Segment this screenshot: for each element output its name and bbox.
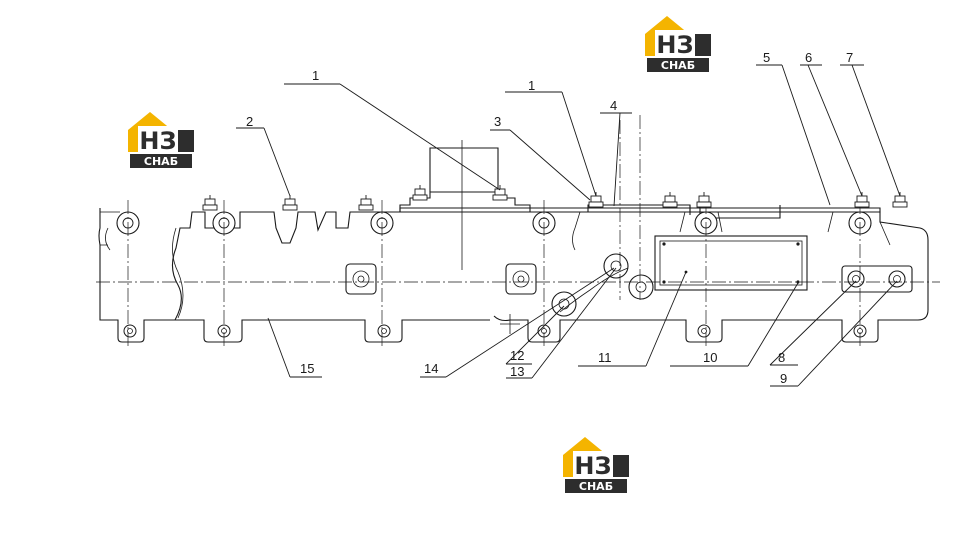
callout-8: 8 <box>778 350 785 365</box>
callout-15: 15 <box>300 361 314 376</box>
callout-13: 13 <box>510 364 524 379</box>
stud-nut <box>202 184 908 211</box>
callout-11: 11 <box>598 350 612 365</box>
callout-10: 10 <box>703 350 717 365</box>
callout-labels: 1 1 2 3 4 5 6 7 8 9 10 11 12 13 14 15 <box>246 50 853 386</box>
mounting-hole <box>123 324 867 338</box>
callout-1: 1 <box>312 68 319 83</box>
brand-logo <box>128 112 194 168</box>
callout-2: 2 <box>246 114 253 129</box>
callout-4: 4 <box>610 98 617 113</box>
callout-1b: 1 <box>528 78 535 93</box>
callout-9: 9 <box>780 371 787 386</box>
callout-3: 3 <box>494 114 501 129</box>
callout-6: 6 <box>805 50 812 65</box>
leader-lines <box>236 64 901 387</box>
bracket <box>841 265 913 293</box>
centre-lines <box>127 115 861 348</box>
brand-logo <box>645 16 711 72</box>
exhaust-port <box>116 211 872 235</box>
sensor-boss <box>345 253 654 334</box>
callout-14: 14 <box>424 361 438 376</box>
callout-7: 7 <box>846 50 853 65</box>
callout-5: 5 <box>763 50 770 65</box>
brand-logo <box>563 437 629 493</box>
callout-12: 12 <box>510 348 524 363</box>
manifold-body <box>98 140 929 343</box>
